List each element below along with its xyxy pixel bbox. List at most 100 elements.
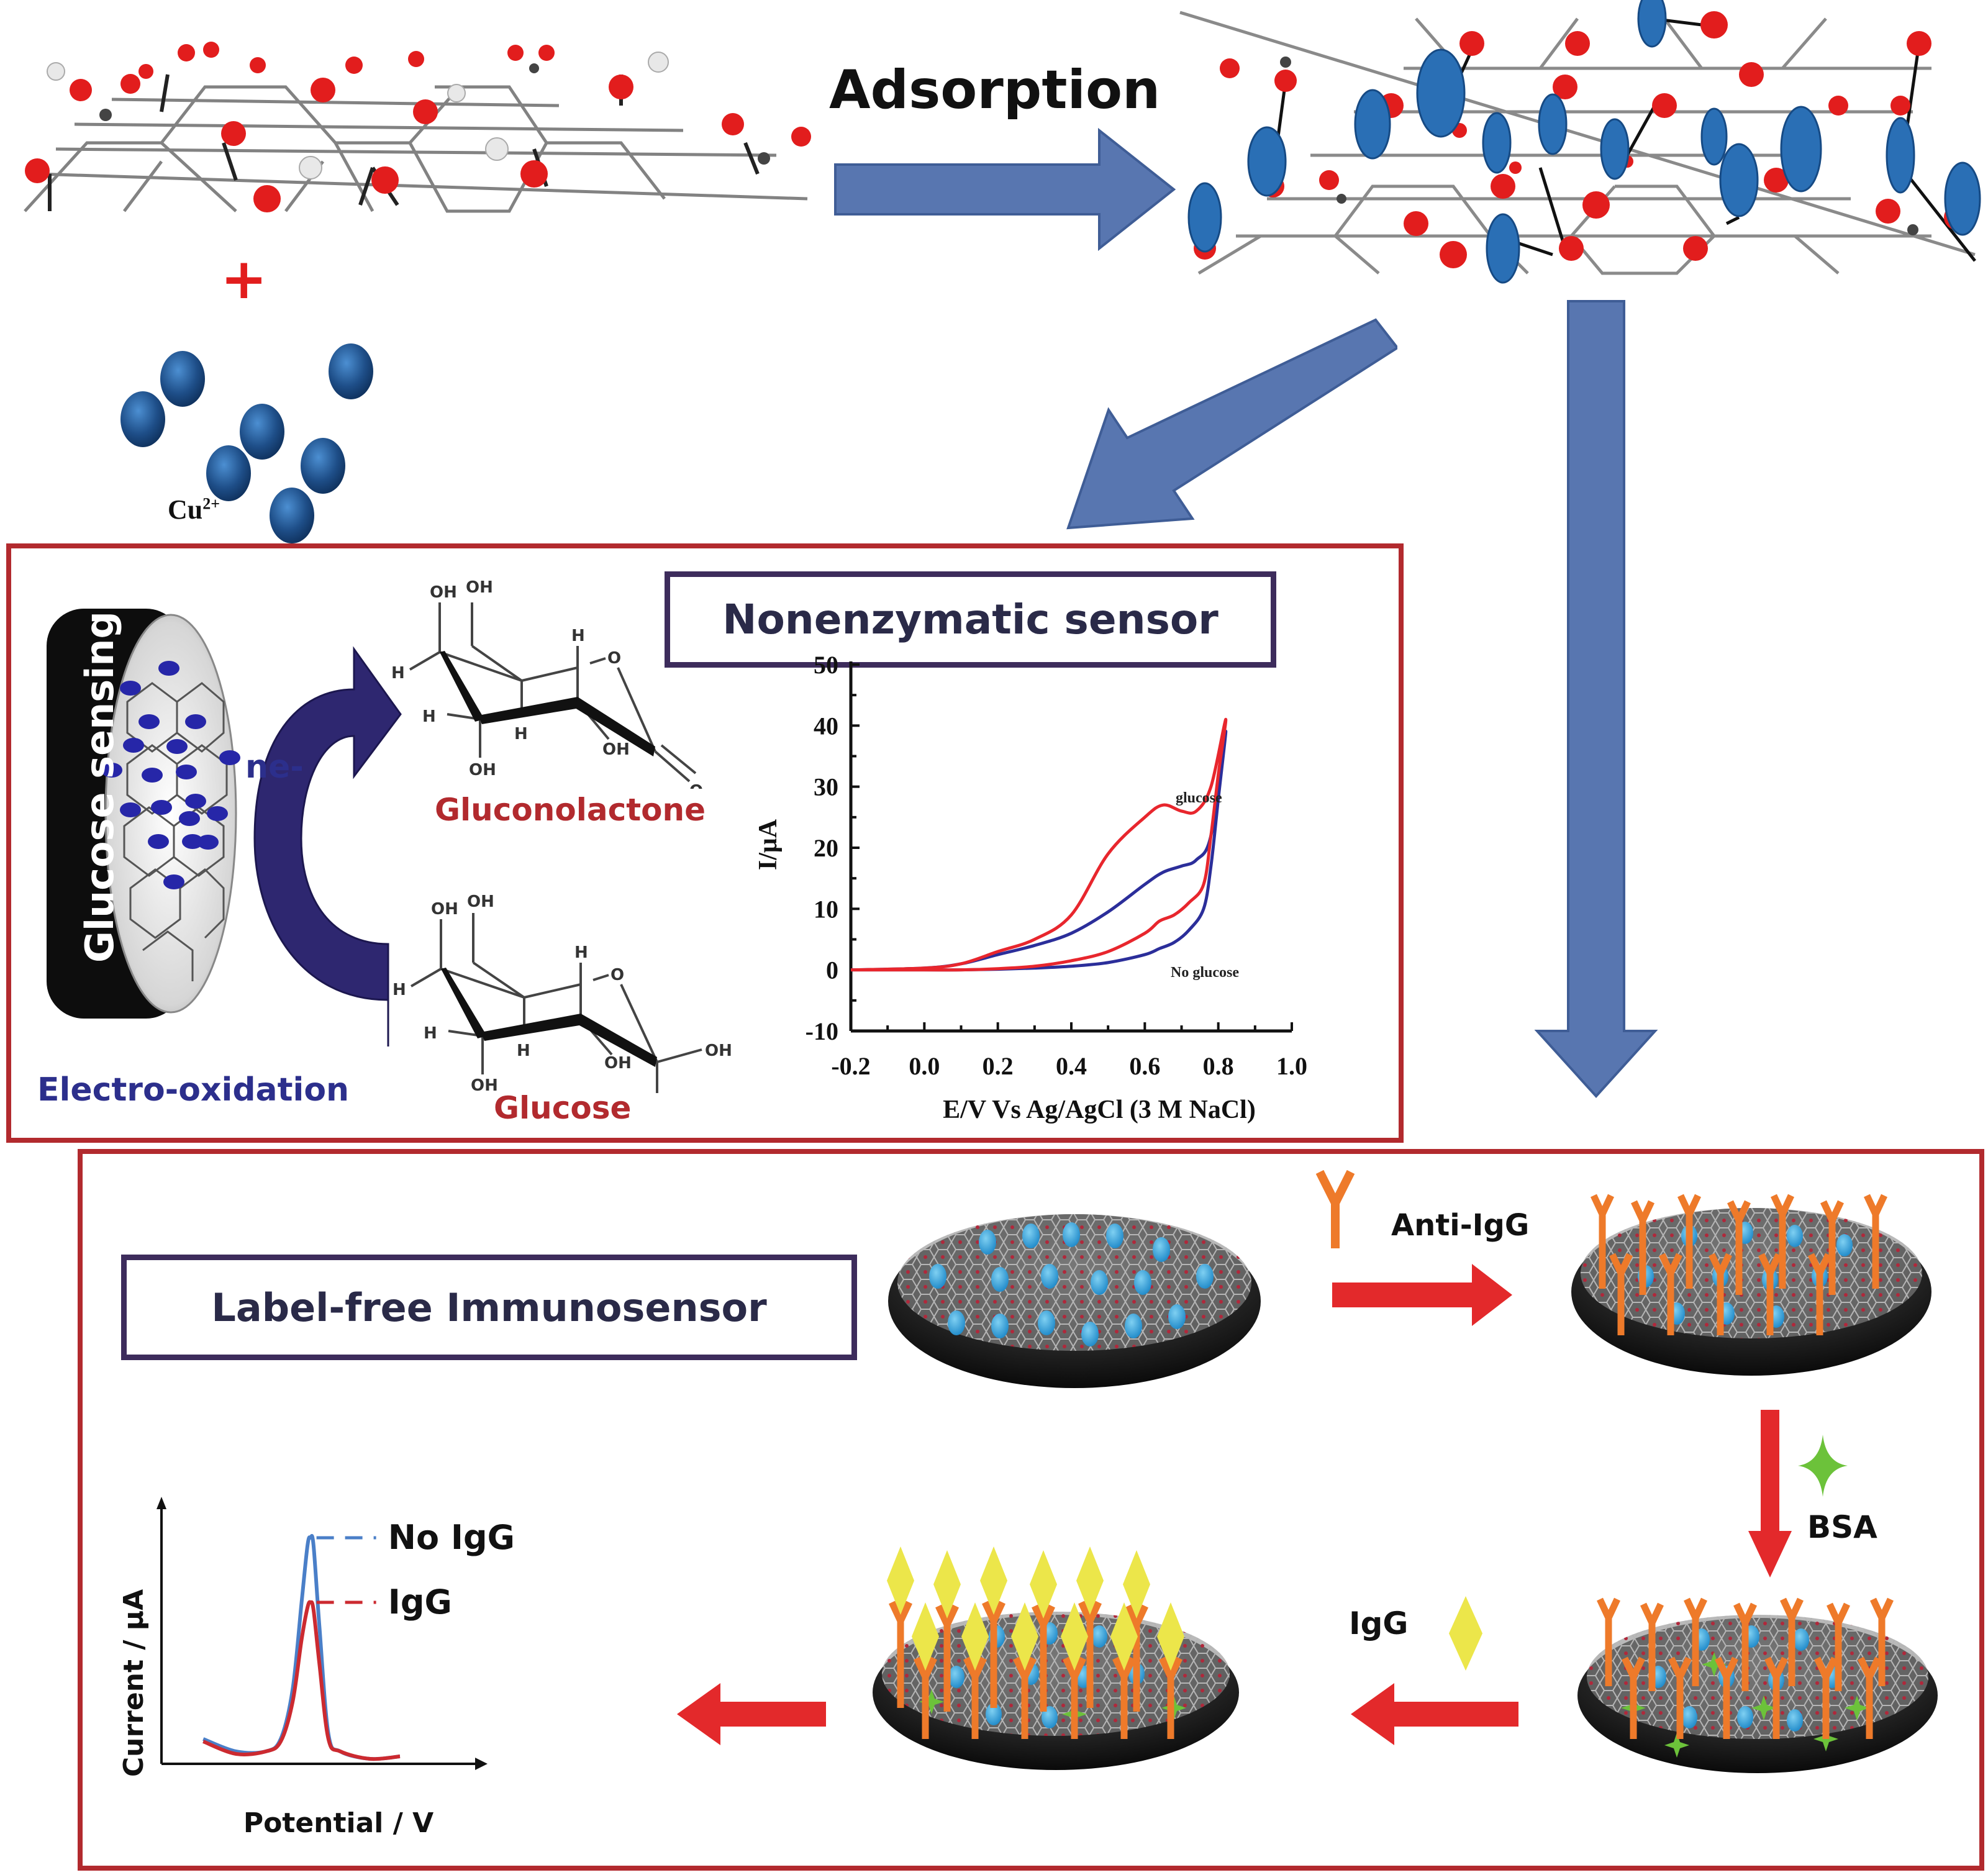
svg-text:O: O (689, 782, 703, 789)
igg-label: IgG (1349, 1605, 1409, 1641)
bsa-label: BSA (1807, 1509, 1877, 1545)
svg-text:H: H (424, 1024, 437, 1043)
step-arrow-left-result (677, 1683, 826, 1745)
dpv-series-igg (202, 1600, 401, 1761)
svg-text:OH: OH (431, 900, 458, 919)
svg-text:H: H (517, 1042, 530, 1060)
glucose-label: Glucose (494, 1090, 632, 1126)
graphene-oxide-sheet (24, 42, 811, 213)
cu-loaded-graphene (1179, 0, 1981, 284)
flow-arrow-diagonal (1066, 318, 1397, 530)
antibody-icon (1870, 1597, 1894, 1627)
svg-text:H: H (422, 707, 436, 726)
igg-icon (1110, 1602, 1138, 1671)
svg-text:OH: OH (469, 761, 496, 779)
cv-x-tick-label: 0.6 (1129, 1052, 1160, 1080)
cv-x-tick-label: 0.4 (1056, 1052, 1087, 1080)
antibody-icon (1864, 1194, 1887, 1223)
svg-text:O: O (607, 649, 621, 668)
igg-icon (1011, 1602, 1038, 1671)
svg-text:OH: OH (430, 583, 457, 602)
step-arrow-left (1351, 1683, 1518, 1745)
cv-y-tick-label: 40 (814, 712, 838, 740)
step-arrow-down (1748, 1410, 1792, 1578)
glucose-structure: OH OH H H H H O OH OH OH (393, 892, 732, 1093)
electron-transfer-arrow (253, 646, 402, 1046)
cv-annotation-glucose: glucose (1176, 790, 1222, 806)
igg-icon (1076, 1546, 1104, 1615)
igg-icon (1030, 1550, 1057, 1618)
cv-y-tick-label: -10 (806, 1017, 838, 1045)
svg-text:OH: OH (705, 1042, 732, 1060)
cv-series (850, 717, 1228, 972)
cv-x-tick-label: 0.0 (909, 1052, 940, 1080)
gluconolactone-structure: OH OH H H H H O OH O OH (391, 578, 703, 789)
igg-icon (1123, 1550, 1150, 1618)
svg-text:H: H (574, 943, 588, 962)
antibody-icon (1684, 1597, 1707, 1627)
igg-icon (1157, 1602, 1184, 1671)
antibody-icon (1591, 1194, 1614, 1223)
cv-x-tick-label: -0.2 (831, 1052, 870, 1080)
immunosensor-panel (78, 1149, 1984, 1871)
antibody-icon (1631, 1200, 1654, 1229)
cv-x-tick-label: 0.8 (1203, 1052, 1234, 1080)
igg-icon (1061, 1602, 1088, 1671)
cv-y-tick-label: 30 (814, 773, 838, 801)
anti-igg-label: Anti-IgG (1391, 1208, 1530, 1243)
cv-y-tick-label: 20 (814, 834, 838, 862)
svg-text:O: O (610, 966, 624, 984)
bsa-icon (1798, 1435, 1848, 1497)
nonenzymatic-title-box: Nonenzymatic sensor (665, 571, 1276, 668)
antibody-icon (1640, 1602, 1664, 1632)
electrode-disk-bsa (1577, 1597, 1938, 1773)
antibody-icon (1827, 1602, 1850, 1632)
igg-icon (980, 1546, 1007, 1615)
cv-y-axis-label: I/μA (754, 819, 783, 870)
svg-text:OH: OH (604, 1054, 632, 1073)
electro-oxidation-label: Electro-oxidation (37, 1071, 350, 1109)
immunosensor-title-box: Label-free Immunosensor (121, 1255, 857, 1360)
glucose-electrode: Glucose sensing (47, 609, 240, 1019)
svg-text:OH: OH (466, 578, 493, 597)
cv-y-tick-label: 50 (814, 651, 838, 679)
cu-ions (120, 343, 373, 543)
igg-icon (912, 1602, 939, 1671)
svg-text:OH: OH (602, 740, 630, 759)
svg-text:OH: OH (467, 892, 494, 911)
immunosensor-title: Label-free Immunosensor (211, 1284, 767, 1330)
flow-arrow-down (1534, 300, 1658, 1098)
cv-x-tick-label: 0.2 (983, 1052, 1014, 1080)
electrode-disk-igg (873, 1546, 1239, 1770)
dpv-series (202, 1534, 401, 1761)
igg-icon (887, 1546, 914, 1615)
antibody-icon (1315, 1169, 1355, 1248)
cv-series-no-glucose (850, 730, 1228, 972)
svg-text:OH: OH (471, 1076, 498, 1093)
adsorption-arrow (834, 127, 1176, 252)
nonenzymatic-panel (6, 543, 1404, 1143)
nonenzymatic-title: Nonenzymatic sensor (722, 596, 1219, 643)
antibody-icon (1597, 1597, 1620, 1627)
cv-y-tick-label: 0 (826, 956, 838, 984)
electrode-disk-anti-igg (1571, 1194, 1931, 1376)
dpv-x-axis-label: Potential / V (243, 1807, 433, 1839)
igg-icon (961, 1602, 989, 1671)
electrode-disk-bare (888, 1214, 1261, 1388)
dpv-x-axis-arrowhead (475, 1758, 488, 1770)
igg-icon (1449, 1596, 1482, 1671)
cu-ion-icon (120, 343, 373, 543)
svg-text:H: H (514, 725, 528, 743)
svg-text:H: H (391, 664, 405, 683)
gluconolactone-label: Gluconolactone (435, 792, 706, 828)
cv-annotation-no-glucose: No glucose (1171, 965, 1239, 981)
cv-series-glucose (850, 717, 1228, 972)
antibody-icon (1780, 1597, 1804, 1627)
cv-y-tick-label: 10 (814, 895, 838, 923)
cv-x-axis-label: E/V Vs Ag/AgCl (3 M NaCl) (943, 1096, 1256, 1124)
dpv-y-axis-label: Current / μA (118, 1589, 150, 1777)
dpv-y-axis-arrowhead (157, 1497, 166, 1509)
